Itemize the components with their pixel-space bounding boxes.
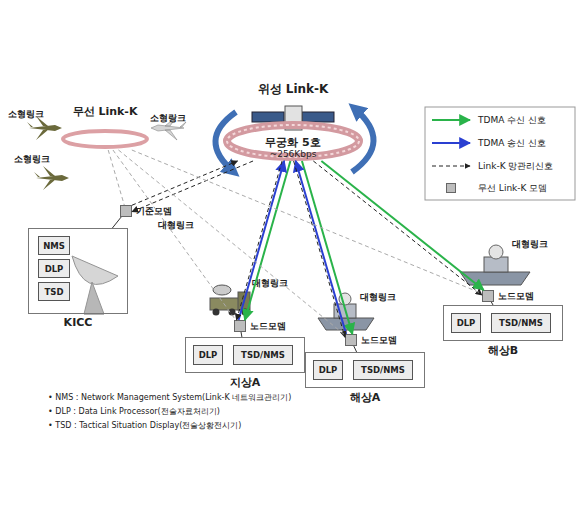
footnote: • DLP : Data Link Processor(전술자료처리기) bbox=[48, 406, 220, 417]
satellite-ring: 위성 Link-K무궁화 5호~256Kbps bbox=[223, 121, 363, 161]
node-text: 노드모뎀 bbox=[498, 290, 534, 303]
modem-box: 노드모뎀 bbox=[482, 290, 494, 302]
node-text: TSD bbox=[45, 287, 64, 297]
link-label: 소형링크 bbox=[14, 153, 50, 166]
node-text: ~256Kbps bbox=[223, 149, 363, 159]
connector bbox=[118, 150, 345, 335]
legend-line-sample bbox=[432, 142, 470, 144]
link-label: 소형링크 bbox=[150, 112, 186, 125]
vehicle-wheel bbox=[213, 309, 220, 316]
link-label: 대형링크 bbox=[252, 277, 288, 290]
legend-text: 무선 Link-K 모뎀 bbox=[478, 182, 547, 195]
node-text: TSD/NMS bbox=[499, 318, 543, 328]
connector bbox=[296, 161, 346, 334]
station-box: DLPTSD/NMS해상A bbox=[305, 352, 425, 388]
unit-box: TSD/NMS bbox=[233, 345, 293, 365]
station-box: DLPTSD/NMS해상B bbox=[443, 305, 563, 341]
legend-text: TDMA 송신 신호 bbox=[478, 137, 546, 150]
unit-box: DLP bbox=[451, 313, 481, 333]
footnote: • NMS : Network Management System(Link-K… bbox=[48, 392, 291, 403]
vehicle-antenna bbox=[213, 285, 231, 295]
node-text: 해상B bbox=[444, 343, 562, 358]
unit-box: NMS bbox=[38, 236, 70, 255]
unit-box: TSD bbox=[38, 282, 70, 301]
ship-hull bbox=[318, 318, 374, 330]
ship-radome bbox=[339, 293, 351, 305]
unit-box: TSD/NMS bbox=[491, 313, 551, 333]
connector bbox=[245, 161, 291, 320]
vehicle-cab bbox=[238, 292, 250, 310]
ship-superstructure bbox=[334, 304, 356, 318]
unit-box: DLP bbox=[38, 259, 70, 278]
legend-swatch bbox=[446, 183, 456, 193]
node-text: KICC bbox=[29, 316, 127, 329]
connector bbox=[294, 161, 345, 337]
modem-box: 노드모뎀 bbox=[234, 320, 246, 332]
ship-hull bbox=[460, 272, 530, 285]
solar-panel bbox=[252, 112, 284, 122]
network-ring: 무선 Link-K bbox=[60, 128, 150, 150]
link-label: 소형링크 bbox=[8, 108, 44, 121]
fighter-jet bbox=[27, 116, 62, 140]
node-text: 노드모뎀 bbox=[361, 334, 397, 347]
unit-box: DLP bbox=[313, 360, 343, 380]
node-text: 해상A bbox=[306, 390, 424, 405]
vehicle-body bbox=[210, 298, 240, 310]
connector bbox=[112, 217, 121, 228]
legend-line-sample bbox=[432, 119, 470, 121]
link-label: 대형링크 bbox=[158, 219, 194, 232]
node-text: DLP bbox=[457, 318, 476, 328]
node-text: 위성 Link-K bbox=[223, 81, 363, 98]
connector bbox=[132, 161, 238, 205]
legend-frame bbox=[425, 107, 575, 200]
legend-text: TDMA 수신 신호 bbox=[478, 114, 546, 127]
vehicle-wheel bbox=[242, 309, 249, 316]
unit-box: DLP bbox=[193, 345, 223, 365]
connector bbox=[108, 150, 124, 205]
link-label: 대형링크 bbox=[360, 291, 396, 304]
connector bbox=[313, 161, 482, 295]
node-text: TSD/NMS bbox=[241, 350, 285, 360]
footnote: • TSD : Tactical Situation Display(전술상황전… bbox=[48, 420, 241, 431]
fighter-jet bbox=[34, 166, 69, 190]
node-text: 무선 Link-K bbox=[60, 104, 150, 119]
connector bbox=[113, 150, 236, 320]
connector bbox=[237, 161, 283, 320]
modem-box: 노드모뎀 bbox=[345, 334, 357, 346]
connector bbox=[132, 161, 253, 212]
node-text: DLP bbox=[199, 350, 218, 360]
connector bbox=[132, 150, 482, 294]
node-text: 노드모뎀 bbox=[250, 320, 286, 333]
station-box: DLPTSD/NMS지상A bbox=[185, 337, 305, 373]
node-text: DLP bbox=[319, 365, 338, 375]
station-box: NMSDLPTSDKICC bbox=[28, 228, 128, 314]
legend-line-sample bbox=[432, 166, 470, 167]
node-text: 무궁화 5호 bbox=[223, 135, 363, 150]
ship-radome bbox=[489, 245, 503, 259]
node-text: 기준모뎀 bbox=[136, 205, 172, 218]
node-text: DLP bbox=[45, 264, 64, 274]
connector bbox=[239, 161, 285, 320]
connector bbox=[302, 161, 352, 334]
ring-outline bbox=[60, 128, 150, 150]
solar-panel bbox=[302, 112, 334, 122]
node-text: TSD/NMS bbox=[361, 365, 405, 375]
modem-box: 기준모뎀 bbox=[120, 205, 132, 217]
ring-outline bbox=[63, 131, 147, 147]
node-text: 지상A bbox=[186, 375, 304, 390]
connector bbox=[321, 161, 483, 290]
unit-box: TSD/NMS bbox=[353, 360, 413, 380]
legend-text: Link-K 망관리신호 bbox=[478, 160, 553, 173]
vehicle-wheel bbox=[229, 309, 236, 316]
link-label: 대형링크 bbox=[512, 238, 548, 251]
node-text: NMS bbox=[43, 241, 65, 251]
